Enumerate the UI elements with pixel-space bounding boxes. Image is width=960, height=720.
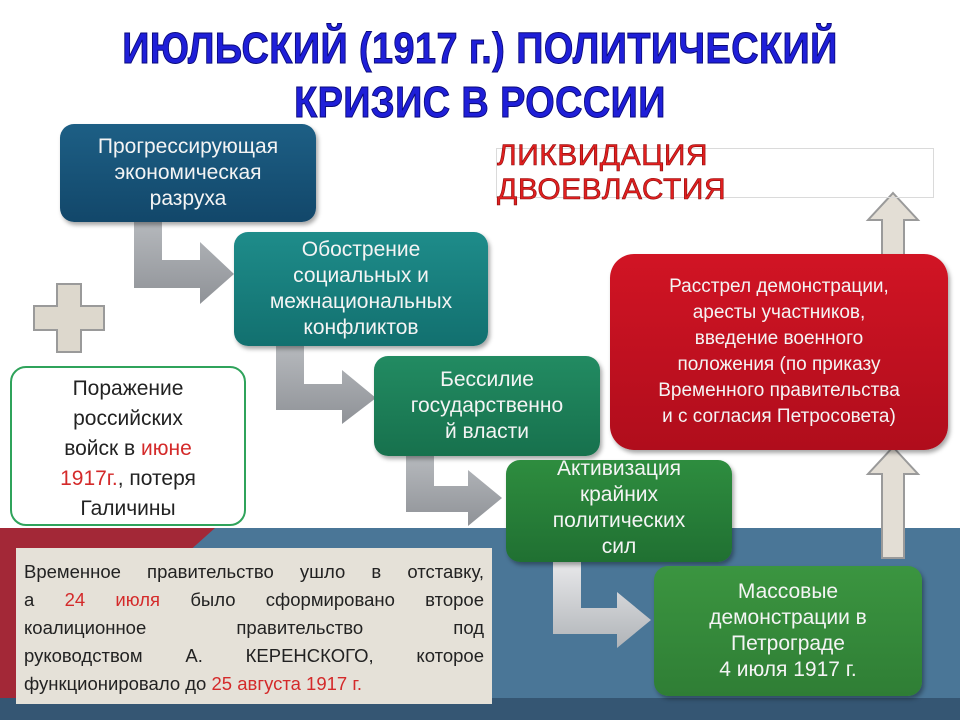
event-label: Массовые демонстрации в Петрограде 4 июл… (709, 580, 867, 681)
note-line: Временное правительство ушло в отставку, (24, 561, 484, 582)
note-date-highlight: 24 июля (64, 589, 161, 610)
cause-label: Обострение социальных и межнациональных … (269, 238, 453, 339)
defeat-highlight-year: 1917г. (60, 467, 118, 490)
result-box: ЛИКВИДАЦИЯ ДВОЕВЛАСТИЯ (496, 139, 934, 206)
defeat-text: , потеря Галичины (80, 467, 196, 520)
note-date-highlight: 25 августа 1917 г. (211, 673, 362, 694)
event-mass-demonstrations: Массовые демонстрации в Петрограде 4 июл… (654, 566, 922, 696)
note-box: Временное правительство ушло в отставку,… (16, 548, 492, 704)
consequence-label: Расстрел демонстрации, аресты участников… (658, 276, 900, 427)
defeat-text: Поражение российских войск в (64, 377, 184, 460)
note-line: руководством А. КЕРЕНСКОГО, которое (24, 645, 484, 666)
bent-arrow-icon (134, 220, 234, 304)
title-line-1: ИЮЛЬСКИЙ (1917 г.) ПОЛИТИЧЕСКИЙ (122, 24, 838, 74)
note-line: функционировало до 25 августа 1917 г. (24, 673, 362, 694)
consequence-box: Расстрел демонстрации, аресты участников… (610, 254, 948, 450)
result-label: ЛИКВИДАЦИЯ ДВОЕВЛАСТИЯ (497, 139, 727, 207)
cause-weak-government: Бессилие государственно й власти (374, 356, 600, 456)
cause-label: Прогрессирующая экономическая разруха (97, 135, 279, 210)
defeat-highlight-month: июне (141, 437, 192, 460)
title-line-2: КРИЗИС В РОССИИ (294, 78, 666, 128)
cause-label: Активизация крайних политических сил (552, 457, 686, 558)
up-arrow-icon (865, 445, 921, 559)
defeat-box: Поражение российских войск в июне 1917г.… (10, 366, 246, 526)
cause-extreme-forces: Активизация крайних политических сил (506, 457, 732, 562)
cause-label: Бессилие государственно й власти (410, 368, 564, 443)
bent-arrow-icon (553, 562, 651, 648)
note-line: коалиционное правительство под (24, 617, 484, 638)
cause-social-conflicts: Обострение социальных и межнациональных … (234, 232, 488, 346)
cause-economic-collapse: Прогрессирующая экономическая разруха (60, 124, 316, 222)
bent-arrow-icon (406, 456, 502, 526)
plus-icon (33, 283, 105, 353)
bent-arrow-icon (276, 346, 376, 424)
page-title: ИЮЛЬСКИЙ (1917 г.) ПОЛИТИЧЕСКИЙ КРИЗИС В… (67, 22, 893, 130)
note-line: а 24 июля было сформировано второе (24, 589, 484, 610)
